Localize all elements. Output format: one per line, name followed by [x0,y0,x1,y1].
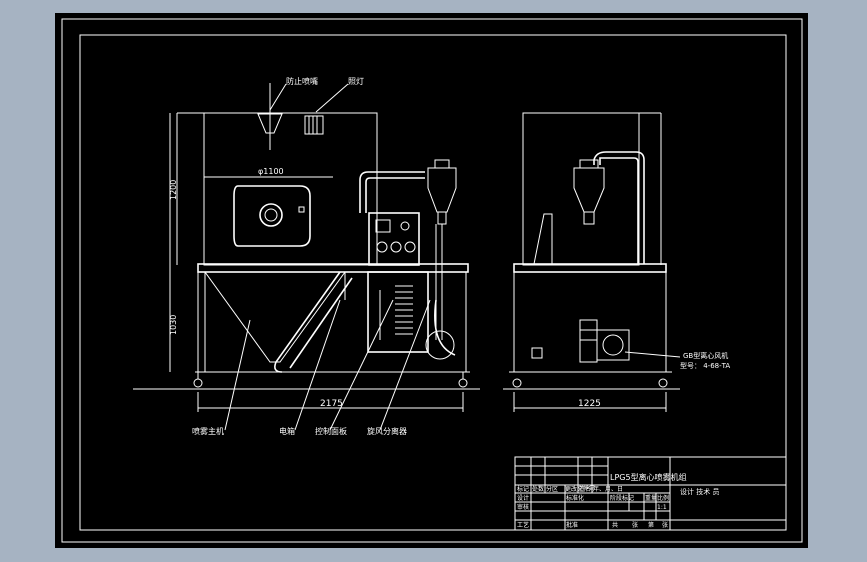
dim-width-side: 1225 [578,399,601,409]
sight-glass [259,203,283,227]
svg-text:签名: 签名 [579,485,591,493]
svg-text:标准化: 标准化 [566,494,584,502]
svg-text:阶段标记: 阶段标记 [610,494,634,502]
air-pipe [359,171,425,213]
control-panel-box [368,212,420,266]
label-light: 照灯 [348,76,364,86]
label-main-unit: 喷雾主机 [192,426,224,436]
svg-text:重量: 重量 [645,494,657,502]
title-block [514,456,787,531]
svg-text:共: 共 [612,521,618,529]
svg-text:1:1: 1:1 [657,504,667,511]
title-block-row3: 审核 1:1 [517,503,667,511]
title-block-name: LPG5型离心喷雾机组 [610,472,687,482]
fan-motor [579,319,598,363]
title-block-row1: 标记 处数 分区 更改文件号 签名 年、月、日 [517,485,623,493]
display-window [375,219,391,233]
dim-height-lower: 1030 [169,315,178,335]
drawing-sheet [55,13,808,548]
label-fan: GB型离心风机 [683,351,728,360]
svg-text:批准: 批准 [566,521,578,529]
light-fixture [304,115,324,135]
svg-text:工艺: 工艺 [517,521,529,529]
svg-text:张: 张 [632,521,638,529]
label-control-panel: 控制面板 [315,426,347,436]
svg-text:标记: 标记 [517,485,529,493]
svg-text:比例: 比例 [657,494,669,502]
cone-bottom [204,271,346,363]
side-view [503,112,681,412]
label-nozzle: 防止喷嘴 [286,76,318,86]
svg-text:处数: 处数 [532,485,544,493]
svg-text:分区: 分区 [546,485,558,493]
label-diameter: φ1100 [258,167,284,176]
fan-housing [596,329,630,361]
title-block-company: 设计 技术 员 [680,487,719,496]
title-block-row2: 设计 标准化 阶段标记 重量 比例 [517,494,669,502]
electric-cabinet [367,271,429,353]
drying-chamber [203,112,378,266]
svg-text:设计: 设计 [517,494,529,502]
dim-width-front: 2175 [320,399,343,409]
svg-text:第: 第 [648,521,654,529]
cyclone-separator [425,159,457,360]
svg-text:张: 张 [662,521,668,529]
label-electric-box: 电箱 [279,426,295,436]
chamber-door [233,185,311,247]
front-view [133,83,480,431]
svg-text:审核: 审核 [517,503,529,511]
nozzle-funnel [257,113,283,134]
svg-text:年、月、日: 年、月、日 [593,485,623,493]
outer-frame [61,18,803,543]
label-cyclone: 旋风分离器 [367,426,407,436]
label-fan-model: 型号： 4-68-TA [680,361,730,370]
svg-text:更改文件号: 更改文件号 [565,485,595,493]
title-block-row4: 工艺 批准 共 张 第 张 [517,521,668,529]
dim-height-upper: 1200 [169,180,178,200]
inner-frame [79,34,787,531]
cabinet-vents [395,285,413,335]
side-chamber [522,112,640,266]
